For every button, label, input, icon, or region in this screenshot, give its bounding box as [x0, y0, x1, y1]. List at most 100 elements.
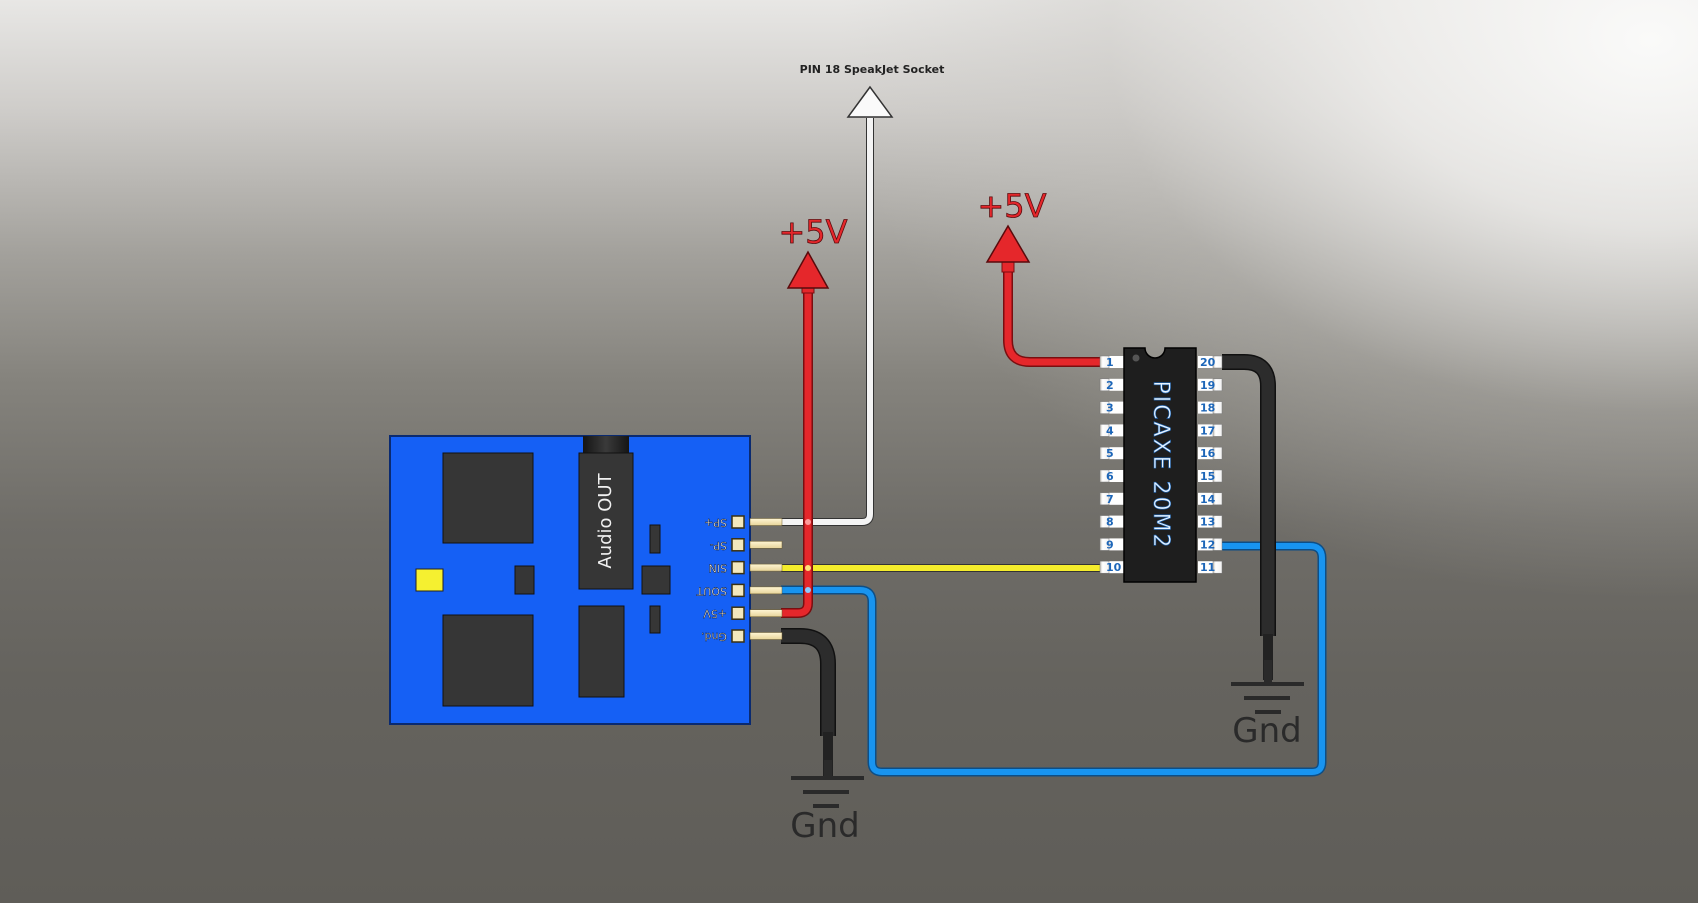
chip-pin: 2	[1099, 378, 1124, 392]
chip-pin: 14	[1198, 492, 1223, 506]
gnd-left: Gnd	[790, 760, 864, 846]
chip-pin: 1	[1099, 355, 1124, 369]
power-arrow-icon	[985, 224, 1031, 263]
pin-pad	[731, 606, 745, 620]
chip-pin: 9	[1099, 538, 1124, 551]
pin18-arrow: PIN 18 SpeakJet Socket	[800, 63, 945, 118]
module-pin: SIN	[708, 560, 783, 575]
module-pin-label: Gnd.	[701, 630, 727, 643]
chip-pin: 20	[1198, 355, 1223, 369]
wires	[781, 118, 1327, 777]
ground-icon	[1231, 660, 1304, 714]
plus5v-right-label: +5V	[977, 187, 1046, 225]
pin-lead	[749, 518, 783, 526]
chip-pin-number: 13	[1200, 516, 1215, 529]
chip-pin: 17	[1198, 424, 1223, 437]
chip-pin-number: 19	[1200, 379, 1215, 392]
gnd-right: Gnd	[1231, 660, 1304, 751]
module-pin: +5V	[703, 606, 783, 620]
junction-dot	[805, 565, 811, 571]
wire-black-gnd-module	[781, 628, 836, 776]
module-component	[578, 605, 625, 698]
chip-pin1-dot	[1132, 354, 1140, 362]
chip-pin-number: 17	[1200, 424, 1215, 437]
chip-pin-number: 7	[1106, 493, 1114, 506]
chip-pin-number: 5	[1106, 447, 1114, 460]
chip-pin-number: 9	[1106, 538, 1114, 551]
chip-pin-number: 14	[1200, 493, 1216, 506]
pin-lead	[749, 563, 783, 572]
arrow-up-icon	[846, 85, 894, 118]
chip-name-label: PICAXE 20M2	[1148, 380, 1173, 549]
pin-lead	[749, 541, 783, 549]
pin-lead	[749, 609, 783, 617]
chip-body	[1123, 347, 1197, 583]
module-pin-label: SP+	[704, 516, 727, 529]
ground-icon	[791, 760, 864, 808]
module-pin-label: SOUT	[696, 584, 727, 597]
wire-white-sp-plus	[781, 118, 874, 526]
pin-lead	[749, 586, 783, 595]
chip-pin: 16	[1198, 446, 1223, 460]
plus5v-left-label: +5V	[778, 213, 847, 251]
module-component	[514, 565, 535, 595]
power-arrow-icon	[786, 250, 830, 289]
pin-pad	[731, 629, 745, 643]
picaxe-chip: 1 20 2 19 3 18 4 17 5 16 6 15 7 14 8 13 9 12 10 11 PICAXE 2…	[1099, 347, 1223, 583]
module-pin-label: +5V	[703, 607, 727, 620]
chip-pin-number: 15	[1200, 470, 1215, 483]
chip-pin: 4	[1099, 424, 1124, 437]
chip-pins: 1 20 2 19 3 18 4 17 5 16 6 15 7 14 8 13 9 12 10 11	[1099, 355, 1223, 574]
plus5v-left: +5V	[778, 213, 848, 289]
chip-pin: 5	[1099, 446, 1124, 460]
pin-pad	[731, 560, 745, 575]
junction-dot	[805, 587, 811, 593]
module-led	[415, 568, 444, 592]
speakjet-module: Audio OUT SP+ SP- SIN SOUT +5V Gnd.	[389, 435, 783, 725]
pin-pad	[731, 538, 745, 552]
module-component	[641, 565, 671, 595]
gnd-left-label: Gnd	[790, 806, 859, 846]
chip-pin-number: 6	[1106, 470, 1114, 483]
chip-pin-number: 20	[1200, 356, 1216, 369]
chip-pin: 12	[1198, 538, 1223, 551]
chip-pin: 19	[1198, 378, 1223, 392]
chip-pin-number: 1	[1106, 356, 1114, 369]
chip-pin: 8	[1099, 515, 1124, 529]
chip-pin: 7	[1099, 492, 1124, 506]
audio-jack	[578, 452, 634, 590]
wire-black-gnd-chip	[1222, 354, 1276, 680]
chip-pin: 3	[1099, 401, 1124, 415]
chip-pin: 13	[1198, 515, 1223, 529]
chip-pin: 18	[1198, 401, 1223, 415]
audio-out-label: Audio OUT	[595, 472, 616, 568]
module-header-pins: SP+ SP- SIN SOUT +5V Gnd.	[696, 515, 783, 643]
wire-red-5v-chip	[1001, 261, 1100, 367]
chip-pin-number: 3	[1106, 402, 1114, 415]
chip-pin-number: 2	[1106, 379, 1114, 392]
chip-pin-number: 16	[1200, 447, 1216, 460]
chip-pin-number: 11	[1200, 561, 1215, 574]
module-pin: SOUT	[696, 583, 783, 598]
chip-pin: 11	[1198, 560, 1223, 574]
module-ic-top	[442, 452, 534, 544]
module-component	[649, 605, 661, 634]
module-pin-label: SIN	[709, 562, 727, 575]
chip-pin-number: 4	[1106, 424, 1114, 437]
module-pin-label: SP-	[710, 539, 727, 552]
chip-pin-number: 12	[1200, 538, 1215, 551]
pin-lead	[749, 632, 783, 640]
chip-pin: 6	[1099, 469, 1124, 483]
module-pin: Gnd.	[701, 629, 783, 643]
module-component	[649, 524, 661, 554]
module-pin: SP+	[704, 515, 783, 529]
gnd-right-label: Gnd	[1232, 711, 1301, 751]
chip-pin-number: 8	[1106, 516, 1114, 529]
pin-pad	[731, 583, 745, 598]
wire-blue-sout	[781, 541, 1327, 777]
chip-pin-number: 10	[1106, 561, 1122, 574]
pin18-label: PIN 18 SpeakJet Socket	[800, 63, 945, 76]
plus5v-right: +5V	[977, 187, 1047, 263]
module-ic-bottom	[442, 614, 534, 707]
